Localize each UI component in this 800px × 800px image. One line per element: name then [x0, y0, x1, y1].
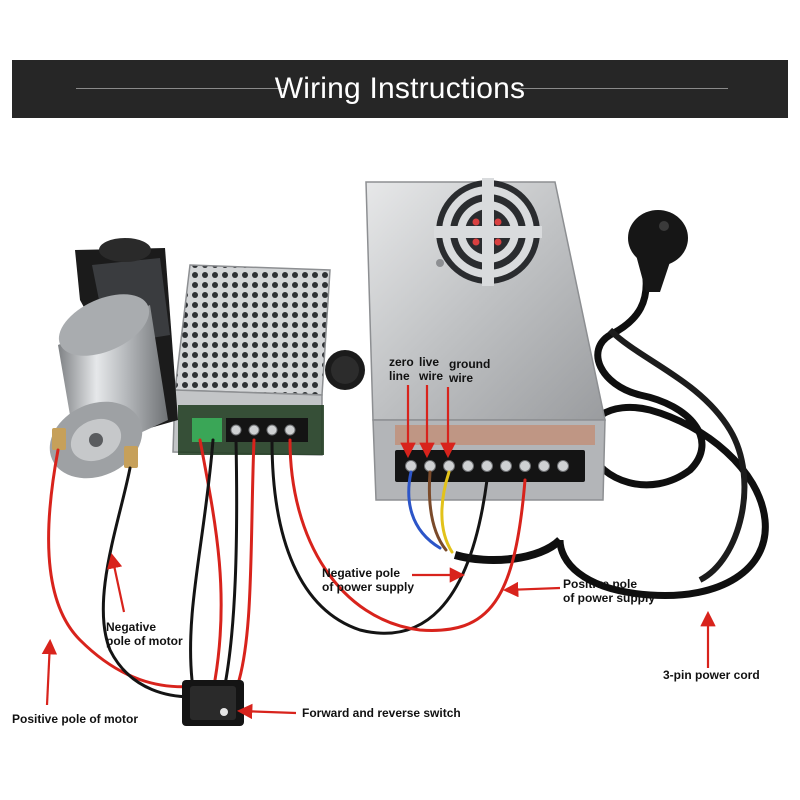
arrow-positive-motor [41, 638, 58, 706]
arrow-negative-motor [107, 552, 126, 613]
arrow-positive-supply [502, 581, 561, 598]
label-power-cord: 3-pin power cord [663, 668, 760, 682]
motor-terminal [192, 418, 222, 442]
callout-arrows [41, 385, 716, 720]
fan-grille-icon [434, 178, 542, 286]
label-negative-supply: Negative pole of power supply [322, 566, 415, 594]
label-ground-wire: ground wire [449, 357, 491, 385]
motor-shaft-icon [89, 433, 103, 447]
title-rule-right [518, 88, 728, 89]
label-switch: Forward and reverse switch [302, 706, 461, 720]
arrow-switch [236, 703, 297, 720]
label-zero-line: zero line [389, 355, 414, 383]
psu-terminal-screws [405, 460, 569, 472]
title-banner: Wiring Instructions [12, 60, 788, 118]
dc-motor [49, 238, 178, 479]
label-live-wire: live wire [419, 355, 444, 383]
power-cord [453, 210, 769, 600]
speed-knob-icon [325, 350, 365, 390]
forward-reverse-switch [182, 680, 244, 726]
label-positive-motor: Positive pole of motor [12, 712, 139, 726]
label-positive-supply: Positive pole of power supply [563, 577, 656, 605]
page-title: Wiring Instructions [274, 72, 526, 105]
plug-icon [628, 210, 688, 266]
title-rule-left [76, 88, 286, 89]
power-supply-unit [365, 178, 606, 501]
speed-controller [172, 264, 365, 456]
label-negative-motor: Negative pole of motor [106, 620, 183, 648]
switch-dot-icon [220, 708, 228, 716]
